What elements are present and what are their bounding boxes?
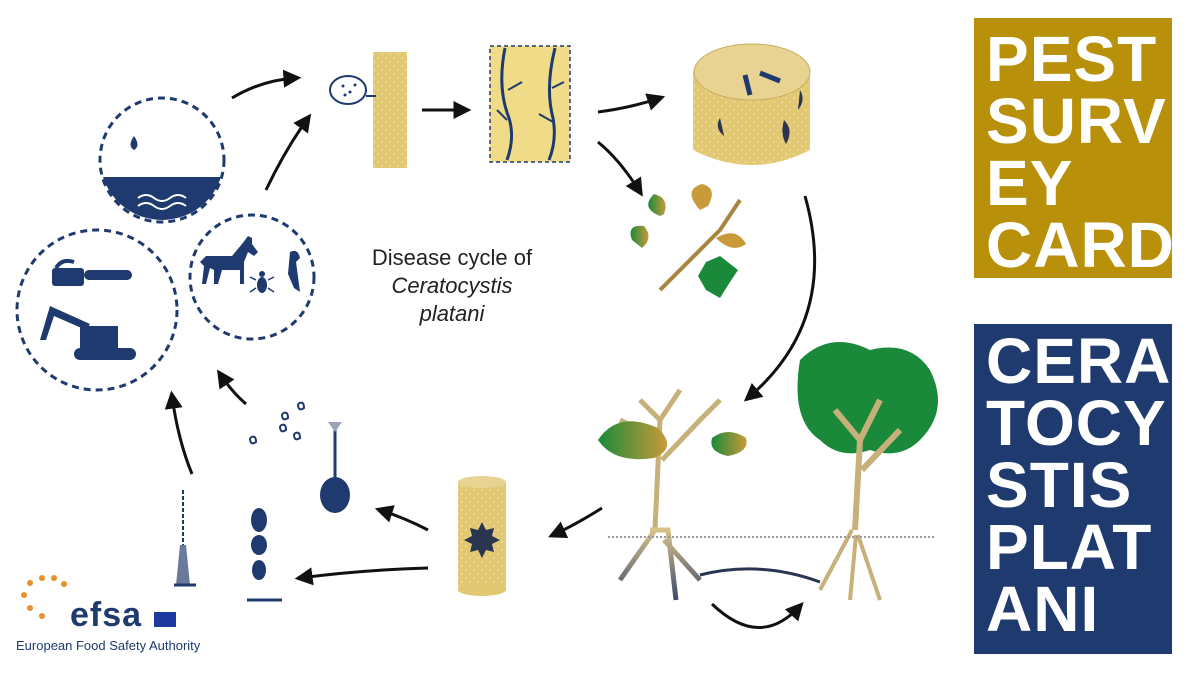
arrow-hyphae-to-leaves [597,140,643,197]
wood-with-spore [329,52,407,168]
arrow-cylinder-to-conidia [294,566,429,586]
card-bottom-bg [974,324,1172,654]
efsa-logo-word: efsa [70,596,143,634]
vectors-circle [188,213,316,341]
efsa-logo-subtitle: European Food Safety Authority [16,638,201,653]
card-bottom-line: CERA [986,325,1172,397]
water-circle [98,96,226,224]
caption-line-2: Ceratocystis [391,273,513,298]
water-drop-icon [130,136,138,150]
ascocarp [320,422,350,513]
card-top-line: EY [986,147,1074,219]
conidiophore-chains [174,490,282,602]
infected-wood-section [489,45,571,163]
excavator-icon [40,306,136,360]
caption-line-3: platani [419,301,485,326]
card-bottom-line: STIS [986,449,1133,521]
chainsaw-icon [52,258,132,286]
eu-flag-icon [154,612,176,627]
arrow-root-graft [710,602,804,629]
card-bottom-line: TOCY [986,387,1167,459]
arrow-water-to-spore [231,69,302,100]
efsa-stars-icon [21,575,67,619]
trunk-cross-section [693,43,811,165]
card-top-line: PEST [986,23,1158,95]
wilted-leaves-twig [630,184,746,298]
diagram-caption: Disease cycle of Ceratocystis platani [352,244,552,328]
card-top-line: SURV [986,85,1167,157]
machinery-circle [15,228,179,392]
ascospores [249,401,306,445]
card-top-bg [974,18,1172,278]
arrow-tree-to-cylinder [548,506,603,538]
infected-tree [598,388,747,601]
arrow-conidia-to-circles [164,390,194,475]
arrow-spores-to-circles [217,369,247,406]
root-graft [699,567,821,584]
caption-line-1: Disease cycle of [371,245,533,270]
healthy-tree [797,342,938,601]
cycle-arrows [164,69,817,629]
arrow-trunk-to-tree [743,195,817,402]
species-name-title: CERA TOCY STIS PLAT ANI [974,324,1172,654]
card-bottom-line: ANI [986,573,1100,645]
arrow-hyphae-to-trunk [597,93,666,114]
arrow-cylinder-to-ascocarp [374,505,429,532]
beetle-icon [249,271,275,293]
woodpecker-icon [288,250,300,292]
card-bottom-line: PLAT [986,511,1153,583]
card-top-line: CARD [986,209,1175,281]
horse-icon [200,236,258,284]
arrow-vectors-to-spore [264,113,312,191]
wood-with-perithecium [458,476,506,596]
pest-survey-card-title: PEST SURV EY CARD [974,18,1175,281]
